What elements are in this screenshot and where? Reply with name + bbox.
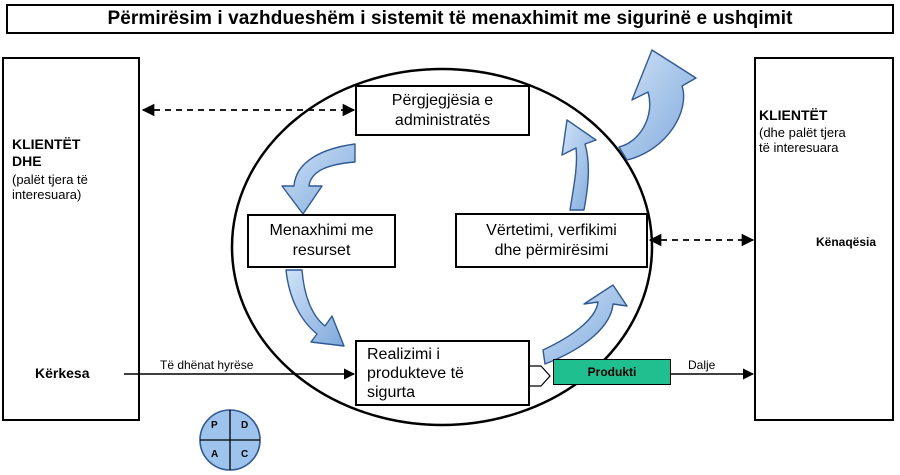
continual-improvement-arrow [618, 49, 697, 161]
realization-line1: Realizimi i [367, 345, 440, 363]
verification-improvement-box: Vërtetimi, verfikimi dhe përmirësimi [455, 213, 648, 268]
right-customers-sub-line1: (dhe palët tjera [759, 125, 846, 140]
right-customers-heading: KLIENTËT [759, 107, 828, 123]
resource-management-box: Menaxhimi me resurset [247, 214, 396, 268]
cycle-arrow-realization-to-verification [542, 284, 628, 365]
requirement-label: Kërkesa [35, 365, 90, 381]
customers-requirements-panel [2, 57, 140, 421]
diagram-title: Përmirësim i vazhdueshëm i sistemit të m… [6, 4, 894, 34]
left-customers-sub-line1: (palët tjera të [12, 172, 88, 187]
left-customers-heading-and: DHE [12, 153, 42, 169]
satisfaction-label: Kënaqësia [816, 235, 877, 249]
management-responsibility-box: Përgjegjësia e administratës [355, 85, 530, 136]
customers-satisfaction-panel [754, 57, 894, 421]
resource-management-line1: Menaxhimi me [269, 222, 374, 239]
product-box: Produkti [553, 359, 671, 385]
verification-line1: Vërtetimi, verfikimi [486, 221, 617, 239]
verification-line2: dhe përmirësimi [494, 241, 609, 259]
pdca-act-letter: A [211, 449, 219, 460]
realization-line3: sigurta [367, 383, 416, 401]
left-customers-heading: KLIENTËT [12, 136, 81, 152]
pdca-do-letter: D [241, 420, 249, 431]
left-customers-sub-line2: interesuara) [12, 187, 82, 202]
pdca-cycle-icon [199, 409, 261, 471]
process-cycle-ellipse [230, 67, 654, 427]
right-customers-sub-line2: të interesuara [759, 140, 839, 155]
management-responsibility-line2: administratës [394, 111, 491, 129]
product-realization-box: Realizimi i produkteve të sigurta [355, 340, 530, 406]
cycle-arrow-management-to-resources [281, 143, 356, 215]
pdca-check-letter: C [241, 449, 249, 460]
realization-line2: produkteve të [367, 364, 464, 382]
management-responsibility-line1: Përgjegjësia e [391, 91, 494, 109]
cycle-arrow-resources-to-realization [285, 269, 345, 347]
resource-management-line2: resurset [292, 242, 351, 259]
input-data-label: Të dhënat hyrëse [160, 358, 254, 372]
cycle-arrow-verification-to-management [561, 119, 597, 211]
output-label: Dalje [688, 358, 716, 372]
pdca-plan-letter: P [211, 420, 218, 431]
